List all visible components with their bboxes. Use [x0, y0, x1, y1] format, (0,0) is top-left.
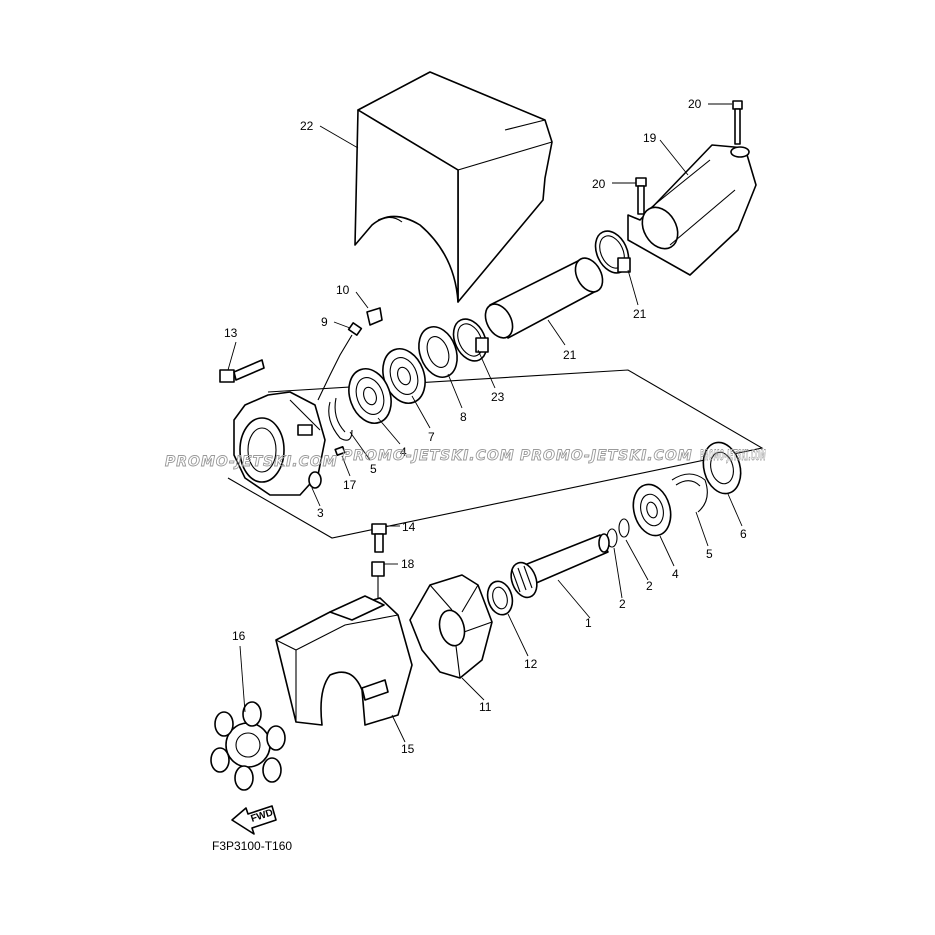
watermark-4: PROMO-JETSKI.COM: [700, 448, 766, 464]
callout-18: 18: [401, 557, 415, 571]
callout-17: 17: [343, 478, 357, 492]
callout-9: 9: [321, 315, 328, 329]
part-15-bracket: [275, 595, 413, 726]
callout-4-lower: 4: [672, 567, 679, 581]
part-9-nipple: [317, 322, 363, 401]
part-22-tube: [484, 257, 604, 339]
part-21-clamp-upper: [594, 230, 631, 274]
part-12-ring: [486, 580, 514, 616]
callout-13: 13: [224, 326, 238, 340]
part-4-bearing-lower: [632, 483, 672, 537]
part-10-cap: [366, 307, 383, 326]
part-5-circlip-lower: [671, 473, 708, 513]
part-3-housing: [233, 391, 326, 496]
callout-10: 10: [336, 283, 350, 297]
part-14-bolt: [371, 523, 387, 553]
part-5-circlip-upper: [328, 397, 353, 441]
callout-labels: 22 20 19 20 10 9 13 21 21 23 8 7 4 5 17 …: [224, 97, 747, 756]
part-8-ring: [418, 326, 458, 378]
part-19-nozzle: [627, 144, 757, 276]
part-11-impeller: [409, 574, 493, 679]
part-23-cover: [354, 71, 553, 303]
callout-12: 12: [524, 657, 538, 671]
part-18-collar: [371, 561, 385, 600]
assembly-frame: [227, 369, 764, 539]
part-17-pin: [334, 446, 346, 456]
part-1-shaft: [510, 533, 610, 599]
watermark-2: PROMO-JETSKI.COM: [342, 448, 515, 464]
callout-7: 7: [428, 430, 435, 444]
callout-6: 6: [740, 527, 747, 541]
callout-21-lower: 23: [491, 390, 505, 404]
part-4-bearing-upper: [348, 368, 392, 424]
callout-15: 15: [401, 742, 415, 756]
part-20-bolt-top: [732, 100, 743, 145]
callout-4-upper: 4: [400, 445, 407, 459]
callout-14: 14: [402, 520, 416, 534]
watermark-1: PROMO-JETSKI.COM: [165, 454, 338, 470]
callout-21-upper: 21: [633, 307, 647, 321]
part-20-bolt-mid: [635, 177, 647, 215]
callout-16: 16: [232, 629, 246, 643]
callout-8: 8: [460, 410, 467, 424]
watermark-3: PROMO-JETSKI.COM: [520, 448, 693, 464]
part-13-bolt: [219, 359, 265, 383]
callout-2-right: 2: [646, 579, 653, 593]
leader-lines: [227, 103, 743, 743]
callout-5-lower: 5: [706, 547, 713, 561]
callout-11: 11: [479, 700, 492, 714]
callout-2-left: 2: [619, 597, 626, 611]
callout-20-mid: 20: [592, 177, 606, 191]
watermark-row: PROMO-JETSKI.COM PROMO-JETSKI.COM PROMO-…: [165, 448, 766, 471]
part-2-oring-a: [618, 518, 630, 538]
part-6-bearing: [702, 441, 742, 495]
part-16-coupler: [210, 701, 286, 791]
callout-19: 19: [643, 131, 657, 145]
callout-20-top: 20: [688, 97, 702, 111]
diagram-code: F3P3100-T160: [212, 839, 292, 853]
callout-3: 3: [317, 506, 324, 520]
callout-1: 1: [585, 616, 592, 630]
callout-23: 22: [300, 119, 314, 133]
callout-22: 21: [563, 348, 577, 362]
callout-5-upper: 5: [370, 462, 377, 476]
fwd-arrow-icon: FWD: [231, 805, 277, 835]
